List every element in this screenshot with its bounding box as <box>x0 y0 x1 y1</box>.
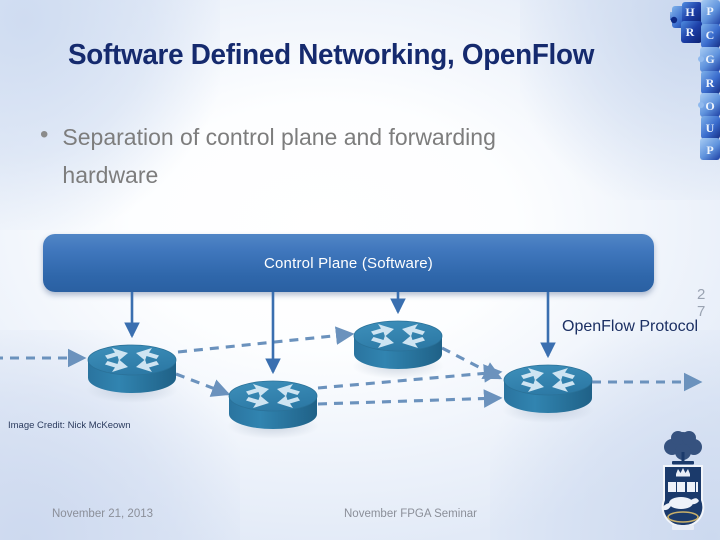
hpc-group-puzzle-logo: H P R C G R O U P <box>670 0 720 160</box>
router-icon <box>85 344 179 404</box>
hpc-letter-p2: P <box>706 143 713 157</box>
footer-date: November 21, 2013 <box>52 508 154 520</box>
router-icon <box>351 320 445 380</box>
data-link-r2-r4-lower <box>317 389 503 408</box>
bullet-marker-icon: • <box>40 121 49 148</box>
footer-event: November FPGA Seminar <box>344 508 477 520</box>
page-title: Software Defined Networking, OpenFlow <box>68 39 595 71</box>
hpc-letter-r2: R <box>706 76 715 90</box>
hpc-letter-r: R <box>686 25 695 39</box>
hpc-letter-g: G <box>705 52 714 66</box>
university-of-toronto-crest <box>661 431 705 530</box>
data-link-r1-r3 <box>177 326 355 354</box>
hpc-letter-u: U <box>706 121 715 135</box>
control-plane-label: Control Plane (Software) <box>263 254 434 272</box>
data-plane-links <box>0 326 703 408</box>
hpc-letter-h: H <box>685 5 695 19</box>
crest-motto-ring <box>667 511 699 523</box>
control-links <box>124 292 556 375</box>
background-gradient-top-left <box>0 0 220 230</box>
hpc-letter-c: C <box>706 28 715 42</box>
openflow-protocol-label: OpenFlow Protocol <box>562 318 699 335</box>
crest-books-icon <box>668 482 698 492</box>
hpc-letter-p: P <box>706 4 713 18</box>
crest-beaver-icon <box>662 497 699 511</box>
data-link-r3-r4 <box>441 346 503 380</box>
bullet-item-text: Separation of control plane and forwardi… <box>62 124 496 188</box>
crest-crown-icon <box>676 468 690 477</box>
control-plane-box: Control Plane (Software) <box>43 234 654 292</box>
slide-number: 27 <box>697 286 706 320</box>
bullet-list: • Separation of control plane and forwar… <box>40 118 600 194</box>
router-icon <box>226 380 320 440</box>
image-credit: Image Credit: Nick McKeown <box>8 420 131 431</box>
hpc-letter-o: O <box>705 99 714 113</box>
router-icon <box>501 364 595 424</box>
crest-motto-banner <box>672 525 694 530</box>
data-link-r1-r2 <box>175 372 231 397</box>
data-link-r2-r4 <box>317 364 503 390</box>
